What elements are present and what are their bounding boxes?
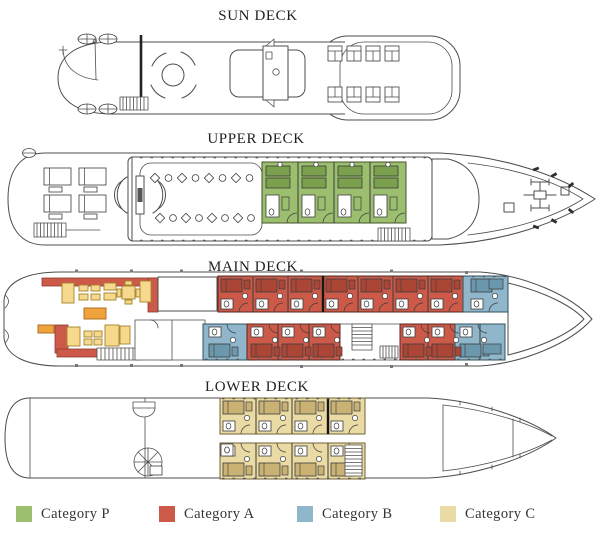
life-float-icon bbox=[22, 148, 36, 158]
wheelhouse bbox=[229, 38, 306, 108]
whirlpool-icon bbox=[150, 51, 197, 99]
legend-item-category-b: Category B bbox=[297, 505, 392, 523]
category-c-cabins bbox=[219, 397, 366, 480]
lower-deck-title: LOWER DECK bbox=[205, 379, 309, 395]
main-deck-title: MAIN DECK bbox=[208, 259, 298, 275]
midship-stairwell bbox=[339, 323, 401, 361]
hull-bollards bbox=[75, 269, 468, 368]
stern-sunbeds bbox=[43, 167, 107, 220]
legend-label: Category B bbox=[322, 505, 393, 522]
legend-label: Category P bbox=[41, 505, 110, 522]
restaurant-stairs bbox=[96, 347, 142, 361]
stern-stairs bbox=[33, 222, 101, 238]
category-b-swatch bbox=[297, 506, 313, 522]
spiral-staircase-icon bbox=[133, 447, 163, 477]
category-c-swatch bbox=[440, 506, 456, 522]
category-p-cabins bbox=[261, 161, 407, 224]
legend-item-category-p: Category P bbox=[16, 505, 110, 523]
cabin-row-bottom bbox=[202, 323, 506, 361]
legend-label: Category A bbox=[184, 505, 255, 522]
legend-label: Category C bbox=[465, 505, 536, 522]
main-deck-plan bbox=[3, 269, 593, 368]
davit-crane-icon bbox=[58, 38, 99, 81]
anchor-windlass-icon bbox=[523, 178, 557, 212]
legend-item-category-a: Category A bbox=[159, 505, 254, 523]
deck-hatch bbox=[503, 202, 515, 213]
lower-deck-stairs bbox=[344, 444, 363, 477]
category-a-swatch bbox=[159, 506, 175, 522]
cabin-row-top bbox=[217, 275, 509, 313]
upper-deck-title: UPPER DECK bbox=[207, 131, 305, 147]
lower-deck-plan bbox=[4, 397, 557, 480]
bow-lounge bbox=[431, 158, 480, 240]
deck-hatch bbox=[560, 186, 570, 196]
sun-deck-title: SUN DECK bbox=[218, 8, 298, 24]
sun-deck-plan bbox=[57, 33, 461, 121]
life-float-icon bbox=[77, 33, 118, 115]
midship-stairs bbox=[377, 227, 411, 242]
bar-counter bbox=[83, 307, 107, 320]
lobby bbox=[134, 276, 218, 361]
bow-cleats bbox=[532, 166, 575, 230]
upper-deck-plan bbox=[7, 148, 596, 246]
category-p-swatch bbox=[16, 506, 32, 522]
sun-deck-stairs bbox=[119, 96, 149, 111]
tank-icon bbox=[132, 401, 156, 418]
lower-deck-hull bbox=[4, 397, 557, 479]
legend-item-category-c: Category C bbox=[440, 505, 535, 523]
